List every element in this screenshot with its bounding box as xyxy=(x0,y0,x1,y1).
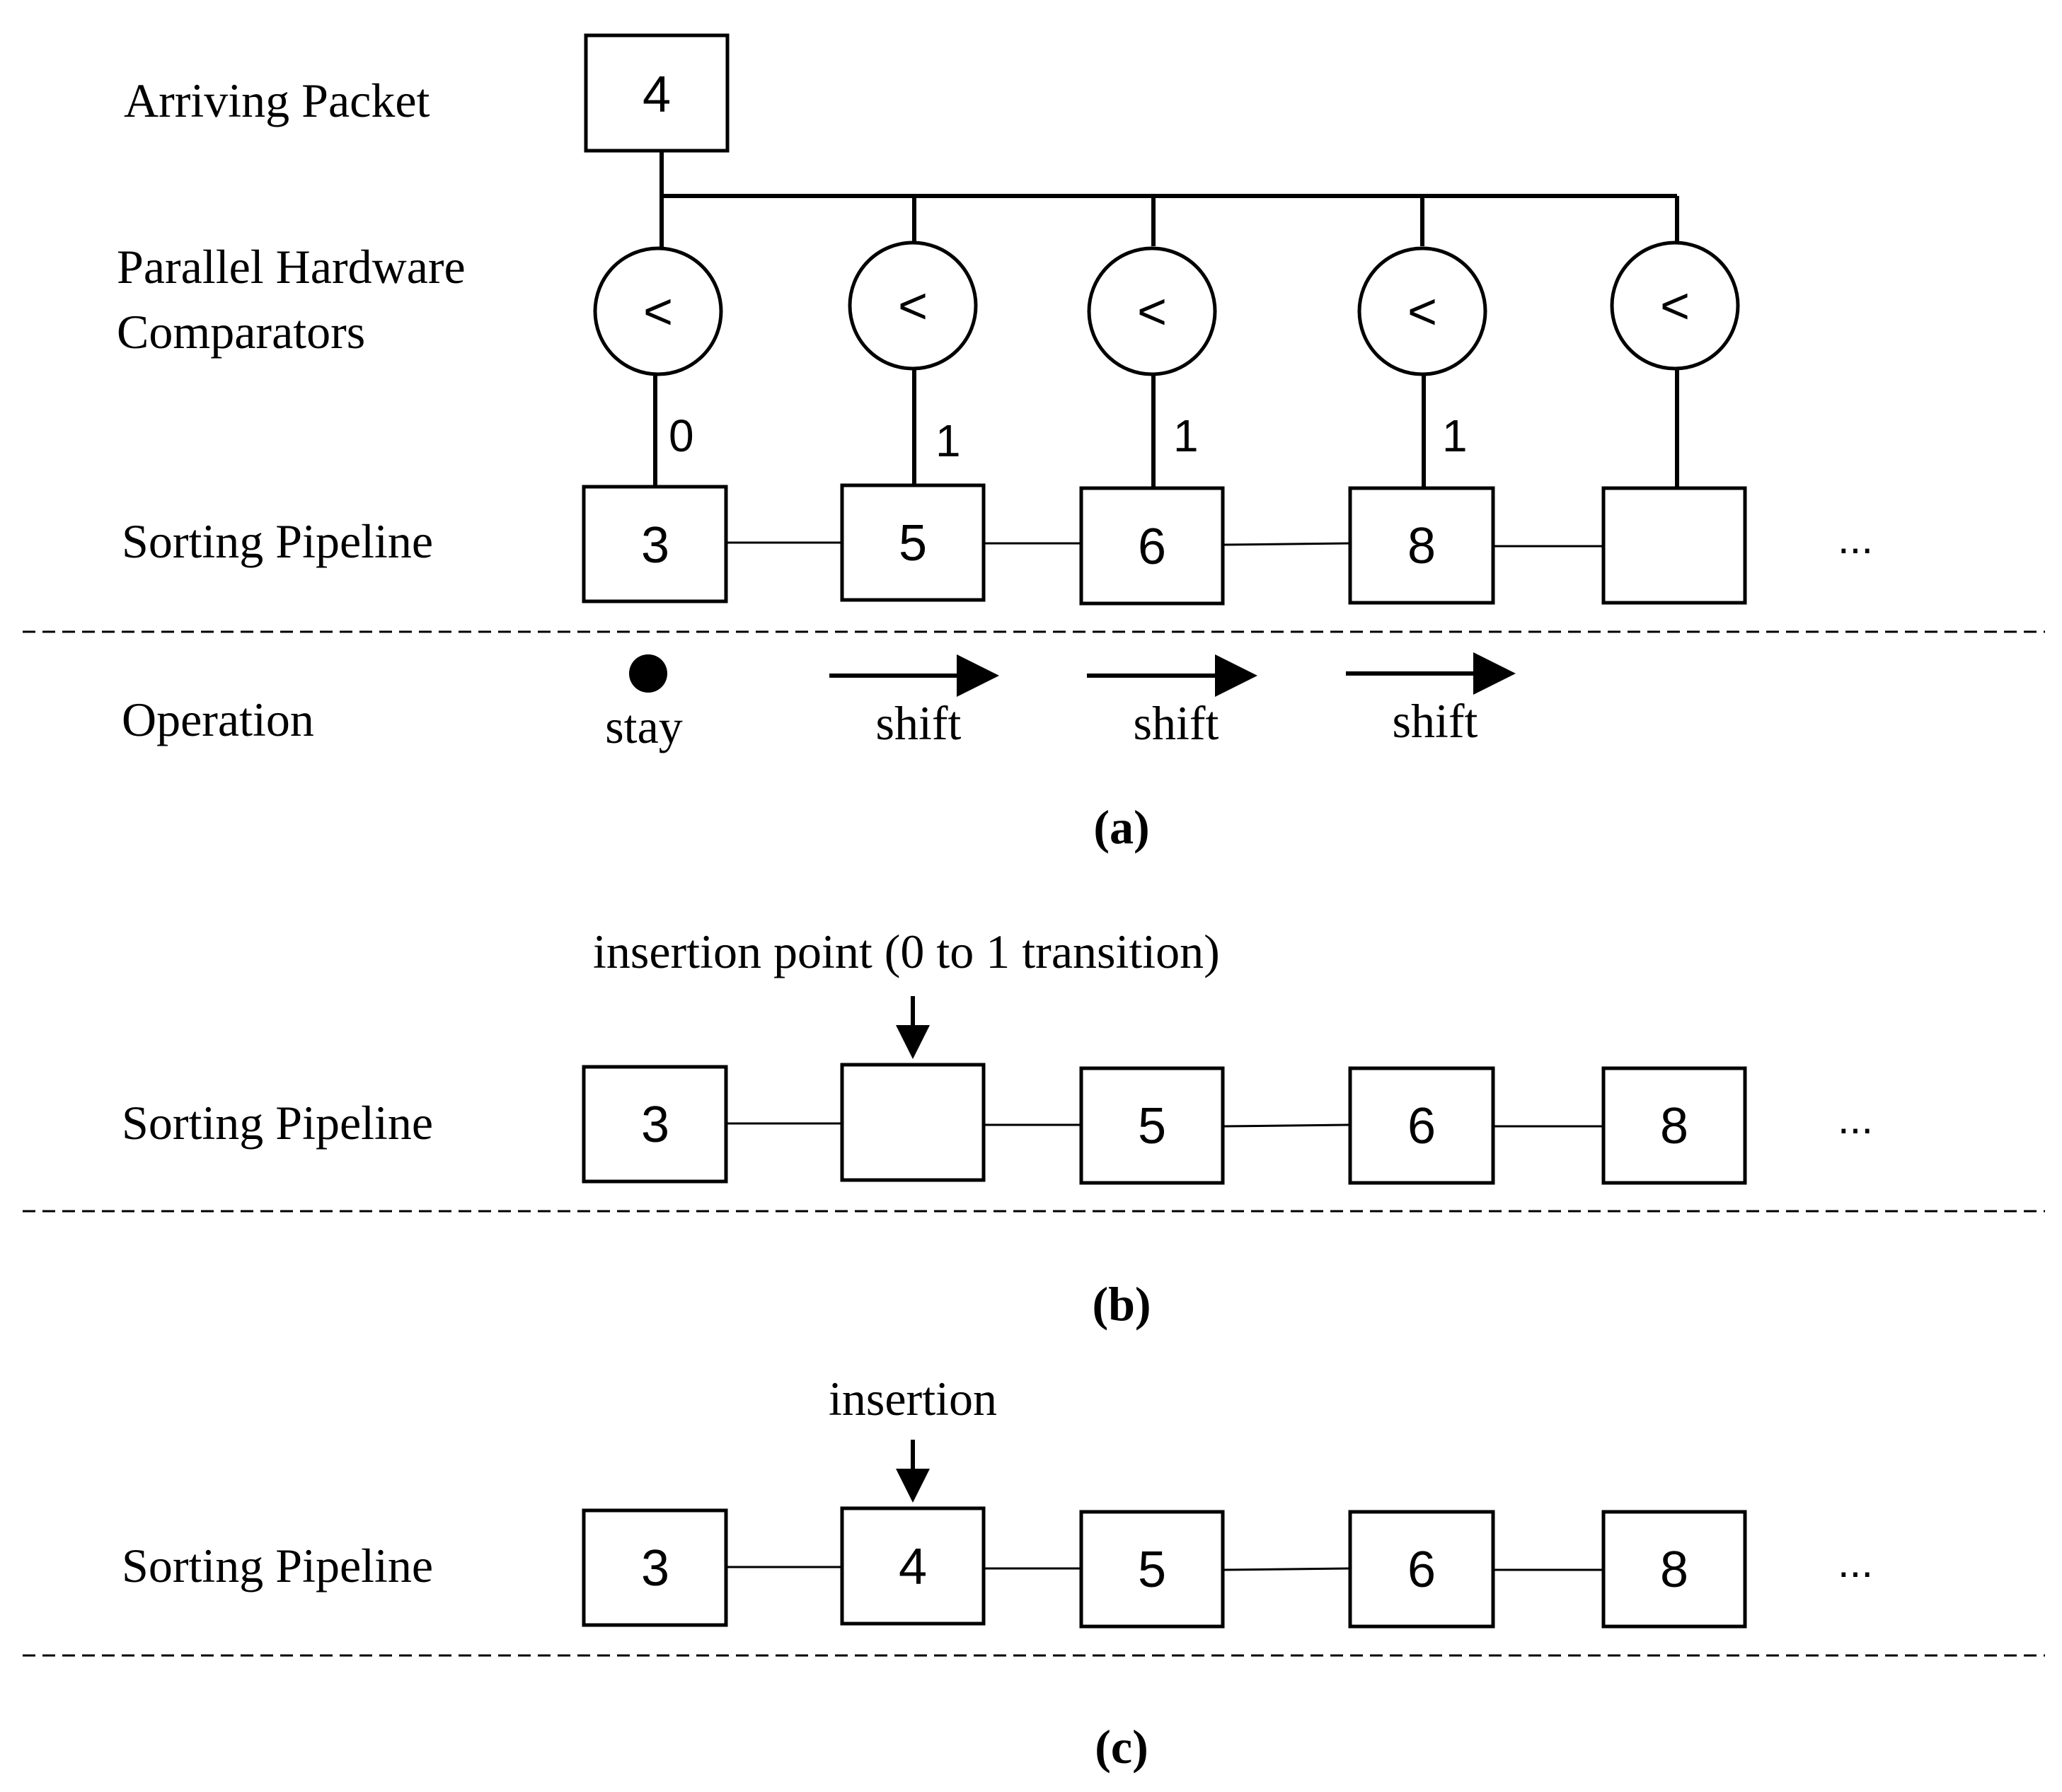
pipeline-a-slot-0: 3 xyxy=(582,485,728,603)
slot-value: 5 xyxy=(1138,1098,1166,1155)
sorting-pipeline-label-a: Sorting Pipeline xyxy=(122,514,433,568)
insertion-note: insertion xyxy=(829,1372,997,1426)
pipeline-c-slot-0: 3 xyxy=(582,1508,728,1627)
caption-a: (a) xyxy=(1093,800,1149,854)
slot-value: 4 xyxy=(899,1539,927,1595)
pipeline-c-slot-4: 8 xyxy=(1601,1510,1747,1629)
operation-label-0: stay xyxy=(605,700,683,753)
comparator-bit-1: 1 xyxy=(935,415,961,466)
operation-label-1: shift xyxy=(876,696,962,750)
slot-value: 5 xyxy=(899,515,927,572)
operation-shift-3: shift xyxy=(1346,652,1516,748)
operation-stay: stay xyxy=(605,654,683,753)
comparator-1: < xyxy=(848,241,978,371)
slot-value: 6 xyxy=(1138,519,1166,575)
sorting-pipeline-label-b: Sorting Pipeline xyxy=(122,1096,433,1150)
pipeline-c-slot-2: 5 xyxy=(1079,1510,1225,1629)
insertion-point-note: insertion point (0 to 1 transition) xyxy=(593,925,1220,978)
operation-label-2: shift xyxy=(1134,696,1219,750)
comparators-label-line1: Parallel Hardware xyxy=(117,240,466,294)
comparator-3: < xyxy=(1357,246,1487,376)
slot-value: 8 xyxy=(1660,1542,1688,1598)
comparator-bit-0: 0 xyxy=(669,410,694,461)
panel-c: insertion Sorting Pipeline 3 4 5 6 8 xyxy=(23,1372,2045,1774)
comparator-outputs xyxy=(653,369,1679,488)
sorting-pipeline-label-c: Sorting Pipeline xyxy=(122,1539,433,1592)
caption-b: (b) xyxy=(1092,1277,1151,1331)
comparator-4: < xyxy=(1610,241,1740,371)
pipeline-a-slot-4 xyxy=(1601,486,1747,605)
arriving-packet-box: 4 xyxy=(584,33,730,153)
comparator-bit-3: 1 xyxy=(1442,410,1468,461)
dot-icon xyxy=(629,654,667,693)
arriving-packet-label: Arriving Packet xyxy=(124,74,430,127)
slot-value: 8 xyxy=(1407,518,1436,574)
pipeline-c-ellipsis: ... xyxy=(1838,1539,1873,1586)
pipeline-b-links xyxy=(727,1122,1603,1128)
operation-shift-1: shift xyxy=(829,654,999,750)
comparator-bus xyxy=(660,151,1679,248)
pipeline-b-ellipsis: ... xyxy=(1838,1095,1873,1143)
slot-value: 3 xyxy=(641,517,669,574)
pipeline-c-links xyxy=(727,1566,1603,1571)
pipeline-b-slot-0: 3 xyxy=(582,1065,728,1184)
arriving-packet-value: 4 xyxy=(643,67,671,123)
slot-value: 6 xyxy=(1407,1098,1436,1155)
pipeline-b-slot-3: 6 xyxy=(1348,1066,1495,1185)
comparators-label-line2: Comparators xyxy=(117,305,365,359)
pipeline-c-slot-1: 4 xyxy=(840,1506,986,1626)
slot-value: 3 xyxy=(641,1097,669,1153)
slot-value: 3 xyxy=(641,1540,669,1597)
pipeline-a-slot-1: 5 xyxy=(840,483,986,602)
pipeline-c-slot-3: 6 xyxy=(1348,1510,1495,1629)
comparator-bit-2: 1 xyxy=(1173,410,1199,461)
pipeline-a-links xyxy=(727,541,1603,548)
pipeline-b-slot-4: 8 xyxy=(1601,1066,1747,1185)
pipeline-a-slot-3: 8 xyxy=(1348,486,1495,605)
pipeline-b-slot-2: 5 xyxy=(1079,1066,1225,1185)
pipeline-b-slot-1 xyxy=(840,1063,986,1182)
slot-value: 8 xyxy=(1660,1098,1688,1155)
panel-a: Arriving Packet Parallel Hardware Compar… xyxy=(23,33,2045,854)
panel-b: insertion point (0 to 1 transition) Sort… xyxy=(23,925,2045,1331)
slot-value: 5 xyxy=(1138,1542,1166,1598)
pipeline-a-slot-2: 6 xyxy=(1079,486,1225,606)
pipeline-a-ellipsis: ... xyxy=(1838,515,1873,562)
slot-value: 6 xyxy=(1407,1542,1436,1598)
operation-label-3: shift xyxy=(1393,694,1478,748)
caption-c: (c) xyxy=(1095,1720,1148,1774)
comparator-2: < xyxy=(1087,246,1217,376)
less-than-icon: < xyxy=(898,278,928,335)
comparator-0: < xyxy=(593,246,723,376)
less-than-icon: < xyxy=(1660,278,1690,335)
operation-shift-2: shift xyxy=(1087,654,1257,750)
less-than-icon: < xyxy=(1137,284,1167,340)
operation-label: Operation xyxy=(122,693,314,746)
less-than-icon: < xyxy=(643,284,673,340)
less-than-icon: < xyxy=(1407,284,1437,340)
